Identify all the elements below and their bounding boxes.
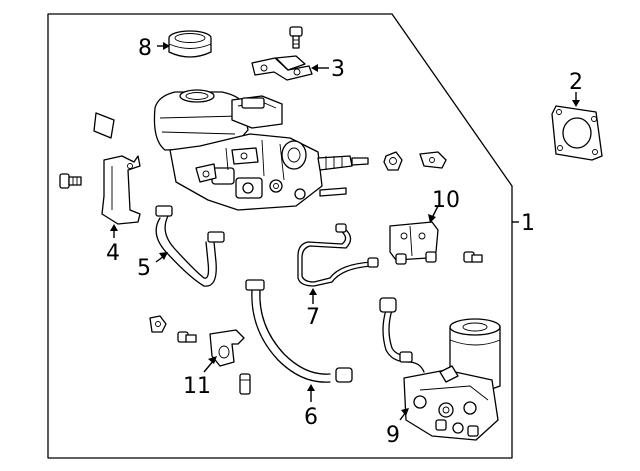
clip-part [419,151,447,169]
callout-10: 10 [432,188,460,213]
callout-3: 3 [331,57,345,82]
lower-bolt-part [177,331,197,343]
callout-3-arrow [311,64,318,72]
callout-4-arrow [110,224,118,231]
pump-motor-assembly [379,297,501,441]
callout-11: 11 [183,374,211,399]
hose-6-part [245,279,353,383]
hose-5-part [155,205,225,287]
callout-10-arrow [428,214,436,223]
right-bolt-part [463,251,483,263]
callout-9-arrow [401,408,409,416]
callout-1: 1 [521,211,535,236]
vertical-bolt-part [239,373,251,395]
assembly-boundary [47,13,513,459]
callout-5: 5 [137,256,151,281]
reservoir-cap-part [168,30,212,58]
callout-2: 2 [569,70,583,95]
label-plate-part [93,112,115,139]
callout-4: 4 [106,241,120,266]
bracket-3-part [251,55,313,81]
support-bracket-part [101,155,141,225]
callout-7-arrow [309,288,317,295]
callout-11-arrow [208,356,217,364]
callout-2-arrow [572,100,580,107]
callout-8: 8 [138,36,152,61]
left-bolt-part [59,173,82,189]
callout-6-arrow [307,384,315,391]
callout-9: 9 [386,423,400,448]
callout-7: 7 [306,305,320,330]
callout-6: 6 [304,405,318,430]
top-bolt-part [289,26,303,49]
nut-part [383,151,403,171]
gasket-part [551,105,603,161]
small-nut-part [149,315,167,333]
mounting-bracket-part [389,221,439,265]
callout-5-arrow [159,252,168,260]
brake-tube-part [297,223,379,287]
callout-8-arrow [163,42,170,50]
brake-actuator-assembly [153,89,369,211]
